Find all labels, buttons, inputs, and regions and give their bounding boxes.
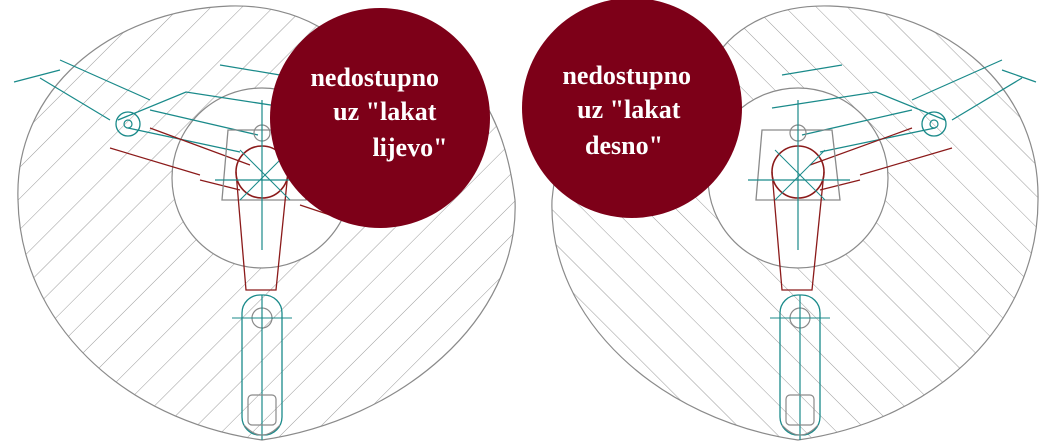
- svg-text:nedostupno uz "lakat: nedostupno uz "lakat desno": [562, 61, 697, 160]
- left-panel: nedostupno uz "lakat lijevo": [13, 5, 516, 441]
- right-panel: nedostupno uz "lakat desno": [522, 0, 1039, 441]
- left-badge-line-1: nedostupno: [310, 63, 439, 92]
- right-badge-line-2: uz "lakat: [577, 95, 681, 124]
- left-badge: nedostupno uz "lakat lijevo": [270, 8, 490, 228]
- right-badge-line-3: desno": [585, 131, 663, 160]
- left-badge-line-3: lijevo": [372, 133, 447, 162]
- right-robot-arm: [748, 59, 1037, 440]
- left-badge-line-2: uz "lakat: [333, 97, 437, 126]
- right-badge-line-1: nedostupno: [562, 61, 691, 90]
- svg-text:nedostupno uz "lakat: nedostupno uz "lakat lijevo": [310, 63, 447, 162]
- right-badge: nedostupno uz "lakat desno": [522, 0, 742, 218]
